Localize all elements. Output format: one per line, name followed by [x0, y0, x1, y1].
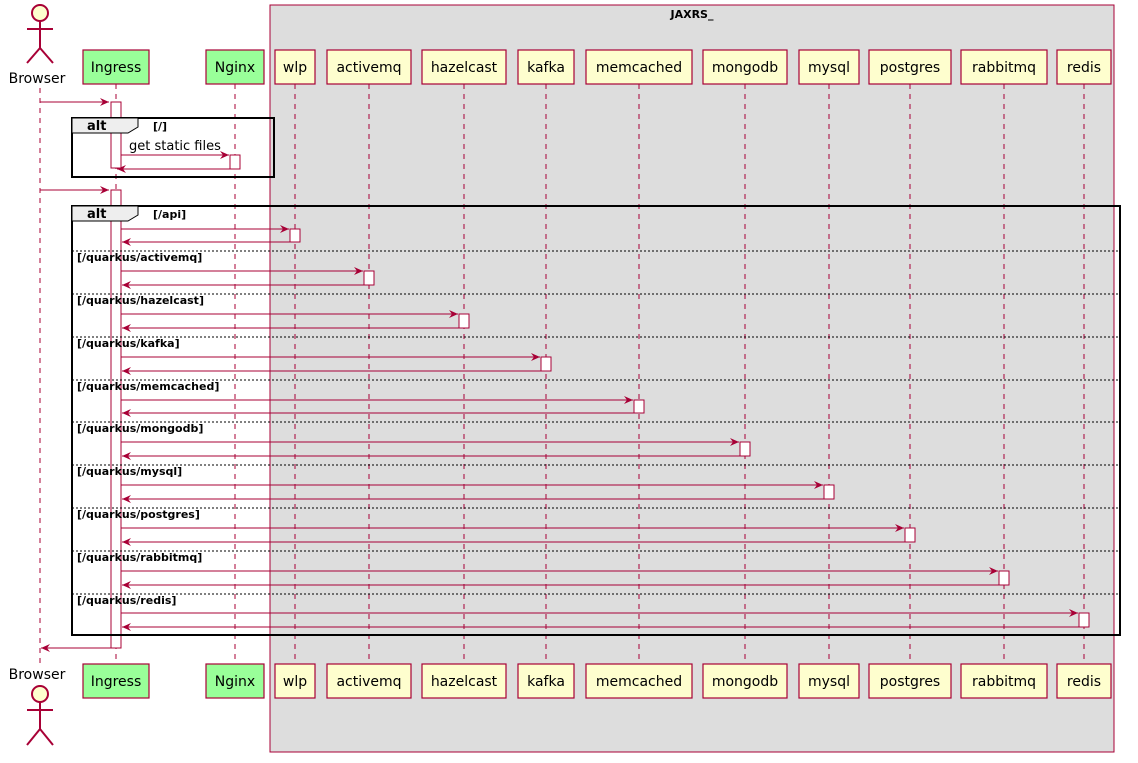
mongodb-activation: [739, 441, 751, 457]
participant-label: mysql: [808, 60, 850, 76]
alt-frame-routes: alt [/api] [/quarkus/activemq] [/quarkus…: [71, 205, 1121, 636]
ingress-activation-1: [110, 101, 122, 169]
participant-postgres-bottom: postgres: [868, 663, 952, 699]
participant-redis-top: redis: [1056, 49, 1112, 85]
alt-guard-redis: [/quarkus/redis]: [77, 594, 176, 607]
participant-label: wlp: [283, 60, 307, 76]
participant-redis-bottom: redis: [1056, 663, 1112, 699]
memcached-activation: [633, 399, 645, 414]
participant-label: wlp: [283, 674, 307, 690]
alt-guard-rabbitmq: [/quarkus/rabbitmq]: [77, 551, 202, 564]
participant-label: memcached: [596, 60, 682, 76]
participant-label: kafka: [527, 60, 565, 76]
mysql-activation: [823, 484, 835, 500]
participant-wlp-bottom: wlp: [274, 663, 316, 699]
participant-label: redis: [1067, 674, 1101, 690]
alt-frame-static: alt [/] get static files: [71, 117, 275, 178]
participant-label: postgres: [880, 60, 940, 76]
alt-keyword: alt: [87, 119, 106, 134]
participant-nginx-top: Nginx: [205, 49, 265, 85]
rabbitmq-activation: [998, 570, 1010, 586]
postgres-activation: [904, 527, 916, 543]
participant-rabbitmq-top: rabbitmq: [960, 49, 1048, 85]
participant-label: mysql: [808, 674, 850, 690]
participant-kafka-bottom: kafka: [517, 663, 575, 699]
participant-label: mongodb: [712, 60, 778, 76]
actor-icon: [26, 4, 54, 64]
participants-top: Ingress Nginx wlp activemq hazelcast kaf…: [82, 49, 1112, 85]
participant-rabbitmq-bottom: rabbitmq: [960, 663, 1048, 699]
participant-label: rabbitmq: [972, 674, 1036, 690]
kafka-activation: [540, 356, 552, 372]
participant-mongodb-top: mongodb: [702, 49, 788, 85]
participant-label: Ingress: [91, 674, 142, 690]
participant-mongodb-bottom: mongodb: [702, 663, 788, 699]
participant-label: mongodb: [712, 674, 778, 690]
participant-label: redis: [1067, 60, 1101, 76]
participant-ingress-top: Ingress: [82, 49, 150, 85]
alt-keyword: alt: [87, 207, 106, 222]
participant-label: activemq: [336, 60, 401, 76]
alt-separators: [72, 250, 1120, 595]
actor-icon: [26, 685, 54, 746]
participant-mysql-top: mysql: [798, 49, 860, 85]
participant-label: Nginx: [215, 60, 255, 76]
participant-label: kafka: [527, 674, 565, 690]
alt-guard-kafka: [/quarkus/kafka]: [77, 337, 180, 350]
participants-bottom: Ingress Nginx wlp activemq hazelcast kaf…: [82, 663, 1112, 699]
alt-guard-mongodb: [/quarkus/mongodb]: [77, 422, 203, 435]
participant-label: hazelcast: [431, 674, 498, 690]
participant-label: memcached: [596, 674, 682, 690]
participant-activemq-bottom: activemq: [326, 663, 412, 699]
alt-guard-mysql: [/quarkus/mysql]: [77, 465, 182, 478]
redis-activation: [1078, 612, 1090, 628]
participant-memcached-bottom: memcached: [585, 663, 693, 699]
alt-guard: [/]: [153, 120, 167, 133]
participant-label: activemq: [336, 674, 401, 690]
participant-label: Ingress: [91, 60, 142, 76]
participant-ingress-bottom: Ingress: [82, 663, 150, 699]
wlp-activation: [289, 228, 301, 243]
participant-hazelcast-bottom: hazelcast: [421, 663, 507, 699]
alt-guard-activemq: [/quarkus/activemq]: [77, 251, 202, 264]
browser-label-top: Browser: [9, 71, 66, 87]
alt-guard-api: [/api]: [153, 208, 186, 221]
alt-guard-hazelcast: [/quarkus/hazelcast]: [77, 294, 204, 307]
participant-postgres-top: postgres: [868, 49, 952, 85]
ingress-activation-2: [110, 189, 122, 649]
participant-label: Nginx: [215, 674, 255, 690]
browser-actor-bottom: Browser: [9, 667, 66, 746]
participant-wlp-top: wlp: [274, 49, 316, 85]
participant-hazelcast-top: hazelcast: [421, 49, 507, 85]
participant-label: hazelcast: [431, 60, 498, 76]
participant-activemq-top: activemq: [326, 49, 412, 85]
lifelines: [39, 84, 1085, 665]
participant-label: rabbitmq: [972, 60, 1036, 76]
alt-guard-postgres: [/quarkus/postgres]: [77, 508, 200, 521]
participant-nginx-bottom: Nginx: [205, 663, 265, 699]
nginx-activation: [229, 154, 241, 170]
hazelcast-activation: [458, 313, 470, 329]
participant-mysql-bottom: mysql: [798, 663, 860, 699]
browser-actor-top: Browser: [9, 4, 66, 87]
alt-guard-memcached: [/quarkus/memcached]: [77, 380, 219, 393]
jaxrs-box: JAXRS_: [269, 4, 1115, 753]
jaxrs-box-title: JAXRS_: [670, 8, 714, 21]
browser-label-bottom: Browser: [9, 667, 66, 683]
participant-memcached-top: memcached: [585, 49, 693, 85]
activemq-activation: [363, 270, 375, 286]
participant-kafka-top: kafka: [517, 49, 575, 85]
participant-label: postgres: [880, 674, 940, 690]
message-label: get static files: [129, 139, 221, 154]
